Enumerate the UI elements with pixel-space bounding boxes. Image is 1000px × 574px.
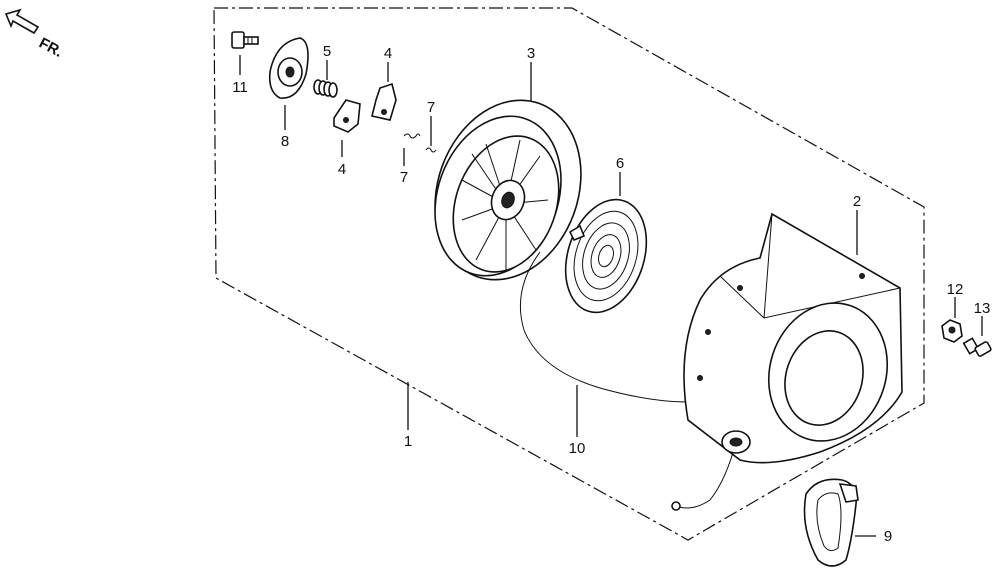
fan-cover-part-2	[683, 212, 903, 464]
reel-part-3	[434, 99, 582, 281]
callout-label: 10	[569, 440, 586, 457]
collar-part-12	[941, 319, 963, 343]
rope-part-10	[519, 251, 737, 511]
front-arrow-icon	[4, 8, 40, 35]
front-direction-marker: FR.	[4, 8, 65, 61]
callout-label: 5	[323, 43, 331, 60]
spiral-spring-part-6	[564, 198, 648, 314]
handle-part-9	[803, 478, 859, 567]
spring-part-5	[313, 79, 338, 98]
callout-label: 9	[884, 528, 892, 545]
ratchet-springs-part-7	[403, 133, 437, 153]
friction-plate-part-8	[268, 37, 309, 99]
callout-label: 12	[947, 281, 964, 298]
callout-label: 7	[400, 169, 408, 186]
callout-label: 4	[384, 45, 392, 62]
callout-label: 7	[427, 99, 435, 116]
callout-label: 11	[232, 79, 248, 96]
bolt-part-11	[231, 31, 259, 49]
callout-label: 3	[527, 45, 535, 62]
callout-label: 6	[616, 155, 624, 172]
ratchet-part-4-lower	[333, 99, 361, 133]
callout-label: 8	[281, 133, 289, 150]
callout-label: 1	[404, 433, 412, 450]
assembly-boundary-outline	[213, 7, 925, 541]
callout-labels: 1 2 3 4 4 5 6 7 7 8 9 10 11 12 13	[232, 43, 990, 545]
flange-bolt-part-13	[962, 337, 992, 357]
callout-label: 4	[338, 161, 346, 178]
callout-label: 13	[974, 300, 991, 317]
leader-lines	[239, 55, 983, 537]
callout-label: 2	[853, 193, 861, 210]
ratchet-part-4-upper	[371, 82, 397, 121]
front-direction-label: FR.	[36, 35, 65, 61]
